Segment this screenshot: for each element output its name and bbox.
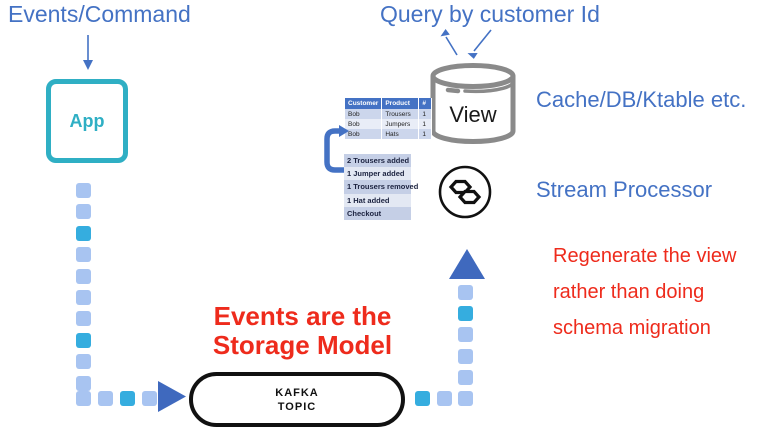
trail-square: [76, 225, 91, 241]
table-header-row: Customer Product #: [345, 98, 433, 109]
event-list-item: 1 Jumper added: [344, 167, 411, 181]
stream-processor-label: Stream Processor: [536, 177, 713, 202]
table-row: Bob Hats 1: [345, 129, 433, 139]
trail-square: [458, 327, 473, 343]
trail-square: [76, 268, 91, 284]
event-list-item: Checkout: [344, 206, 411, 220]
trail-square: [76, 311, 91, 327]
event-list-item: 1 Trousers removed: [344, 180, 418, 194]
replay-curved-arrow-icon: [324, 125, 355, 173]
table-header-count: #: [418, 98, 433, 109]
note-line: schema migration: [553, 317, 711, 339]
view-label: View: [449, 102, 497, 127]
down-arrow-icon: [83, 35, 93, 70]
event-list-item: 1 Hat added: [344, 193, 411, 207]
kafka-topic-label: TOPIC: [277, 400, 317, 413]
table-row: Bob Trousers 1: [345, 109, 433, 119]
note-line: Storage Model: [212, 330, 393, 360]
note-line: rather than doing: [553, 281, 705, 303]
trail-square: [458, 306, 473, 322]
query-arrows-icon: [440, 29, 492, 59]
database-cylinder-icon: [430, 63, 516, 144]
table-header-product: Product: [381, 98, 420, 109]
note-line: Regenerate the view: [553, 245, 737, 267]
ksql-stream-processor-icon: [438, 165, 492, 219]
app-label: App: [69, 110, 105, 131]
trail-square: [76, 204, 91, 220]
events-command-label: Events/Command: [8, 1, 191, 27]
trail-square: [76, 290, 91, 305]
cache-db-ktable-label: Cache/DB/Ktable etc.: [536, 87, 747, 112]
trail-square: [458, 348, 473, 364]
up-arrowhead-icon: [449, 249, 485, 279]
event-list-item: 2 Trousers added: [344, 154, 411, 168]
trail-square: [76, 247, 91, 263]
kafka-topic-label: KAFKA: [275, 386, 319, 399]
trail-square: [76, 391, 91, 406]
trail-square: [76, 183, 91, 198]
event-log-list: 2 Trousers added 1 Jumper added 1 Trouse…: [344, 154, 418, 220]
app-box: App: [46, 79, 128, 163]
trail-square: [76, 354, 91, 370]
kafka-topic-node: KAFKA TOPIC: [189, 372, 405, 427]
trail-square: [76, 375, 91, 391]
trail-square: [415, 391, 430, 406]
trail-square: [458, 369, 473, 385]
note-line: Events are the: [213, 301, 392, 331]
query-by-customer-label: Query by customer Id: [380, 1, 600, 27]
trail-square: [458, 391, 473, 406]
trail-square: [458, 285, 473, 300]
trail-square: [98, 391, 113, 406]
table-header-customer: Customer: [345, 98, 383, 109]
trail-square: [142, 391, 157, 406]
table-row: Bob Jumpers 1: [345, 119, 433, 129]
view-table: Customer Product # Bob Trousers 1 Bob Ju…: [345, 98, 433, 139]
right-arrowhead-icon: [158, 381, 186, 412]
storage-model-note: Events are the Storage Model: [205, 302, 400, 360]
trail-square: [120, 391, 135, 406]
trail-square: [437, 391, 452, 406]
trail-square: [76, 332, 91, 348]
regenerate-note: Regenerate the view rather than doing sc…: [553, 238, 736, 346]
